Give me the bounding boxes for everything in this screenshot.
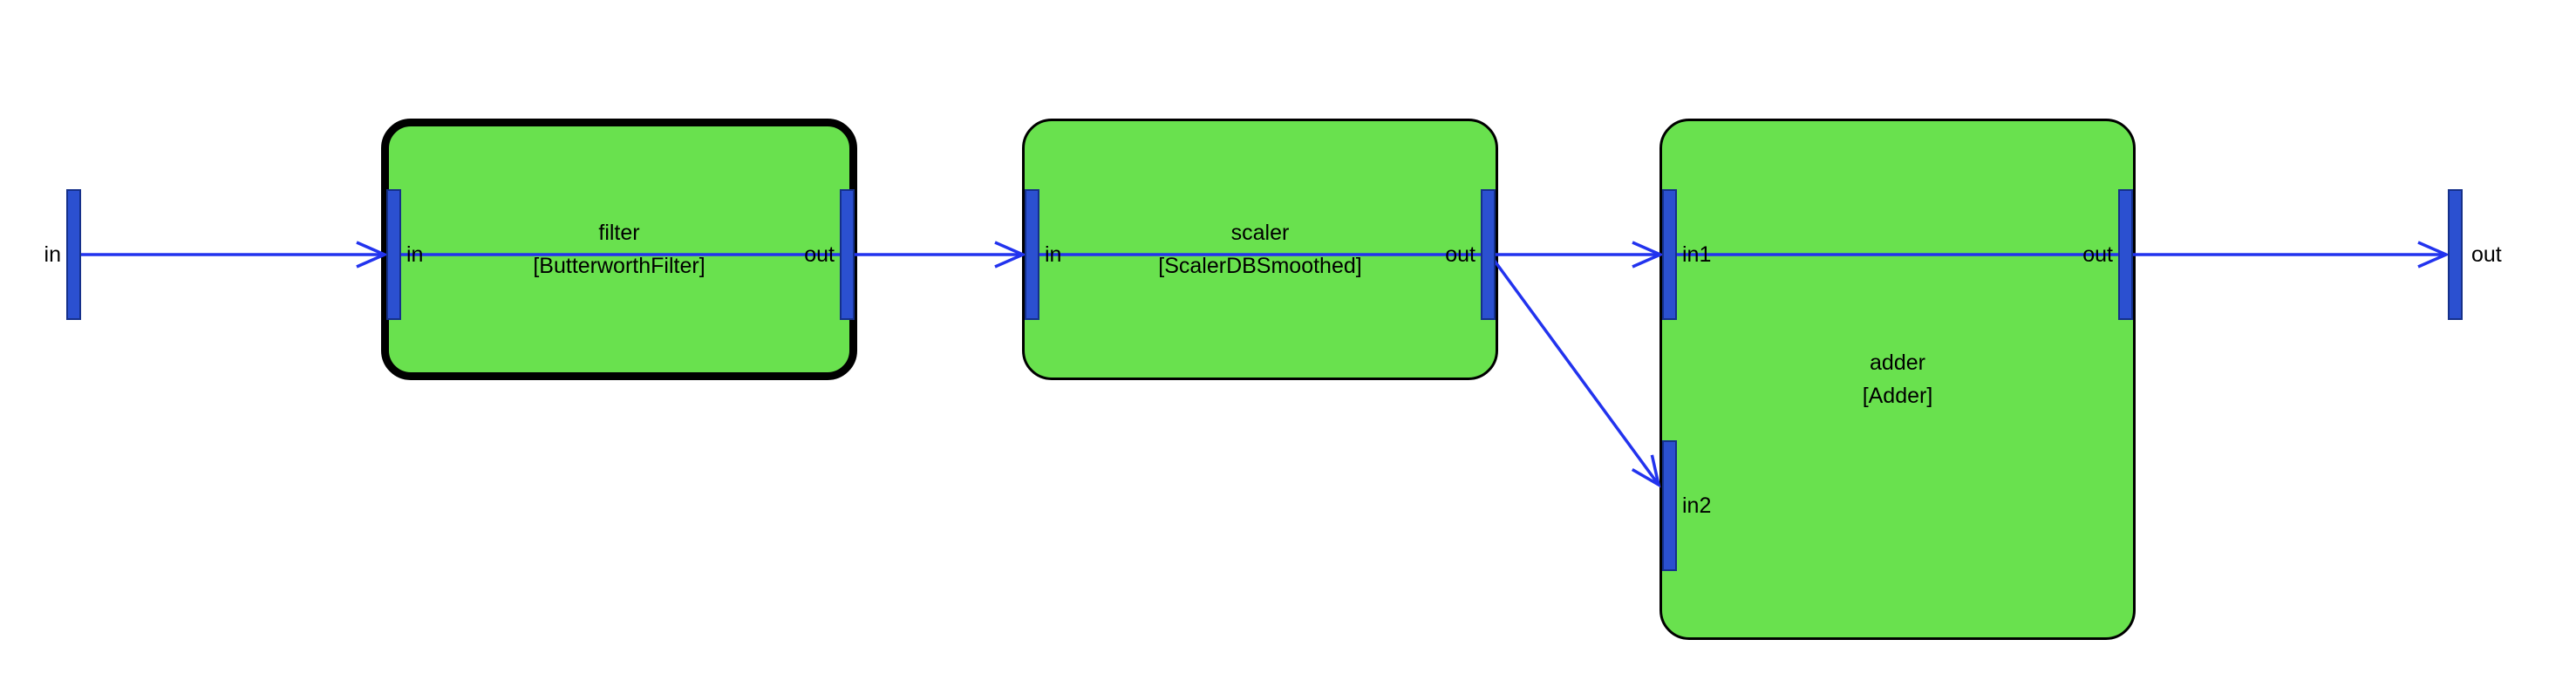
port-adder-in1[interactable] xyxy=(1662,189,1677,320)
port-adder-out[interactable] xyxy=(2118,189,2133,320)
filter-out-port-label: out xyxy=(804,242,835,267)
port-scaler-in[interactable] xyxy=(1025,189,1039,320)
block-filter[interactable] xyxy=(381,119,857,380)
block-adder[interactable] xyxy=(1659,119,2136,640)
port-scaler-out[interactable] xyxy=(1481,189,1496,320)
connection-scaler-to-adder-in2[interactable] xyxy=(1492,258,1661,488)
port-external-in[interactable] xyxy=(66,189,81,320)
filter-in-port-label: in xyxy=(406,242,424,267)
adder-in1-port-label: in1 xyxy=(1682,242,1712,267)
port-filter-out[interactable] xyxy=(840,189,855,320)
scaler-in-port-label: in xyxy=(1045,242,1062,267)
port-filter-in[interactable] xyxy=(386,189,401,320)
block-scaler[interactable] xyxy=(1022,119,1498,380)
adder-out-port-label: out xyxy=(2082,242,2113,267)
scaler-out-port-label: out xyxy=(1445,242,1475,267)
external-input-label: in xyxy=(44,242,61,267)
port-external-out[interactable] xyxy=(2448,189,2463,320)
adder-in2-port-label: in2 xyxy=(1682,493,1712,518)
port-adder-in2[interactable] xyxy=(1662,440,1677,571)
external-output-label: out xyxy=(2471,242,2502,267)
